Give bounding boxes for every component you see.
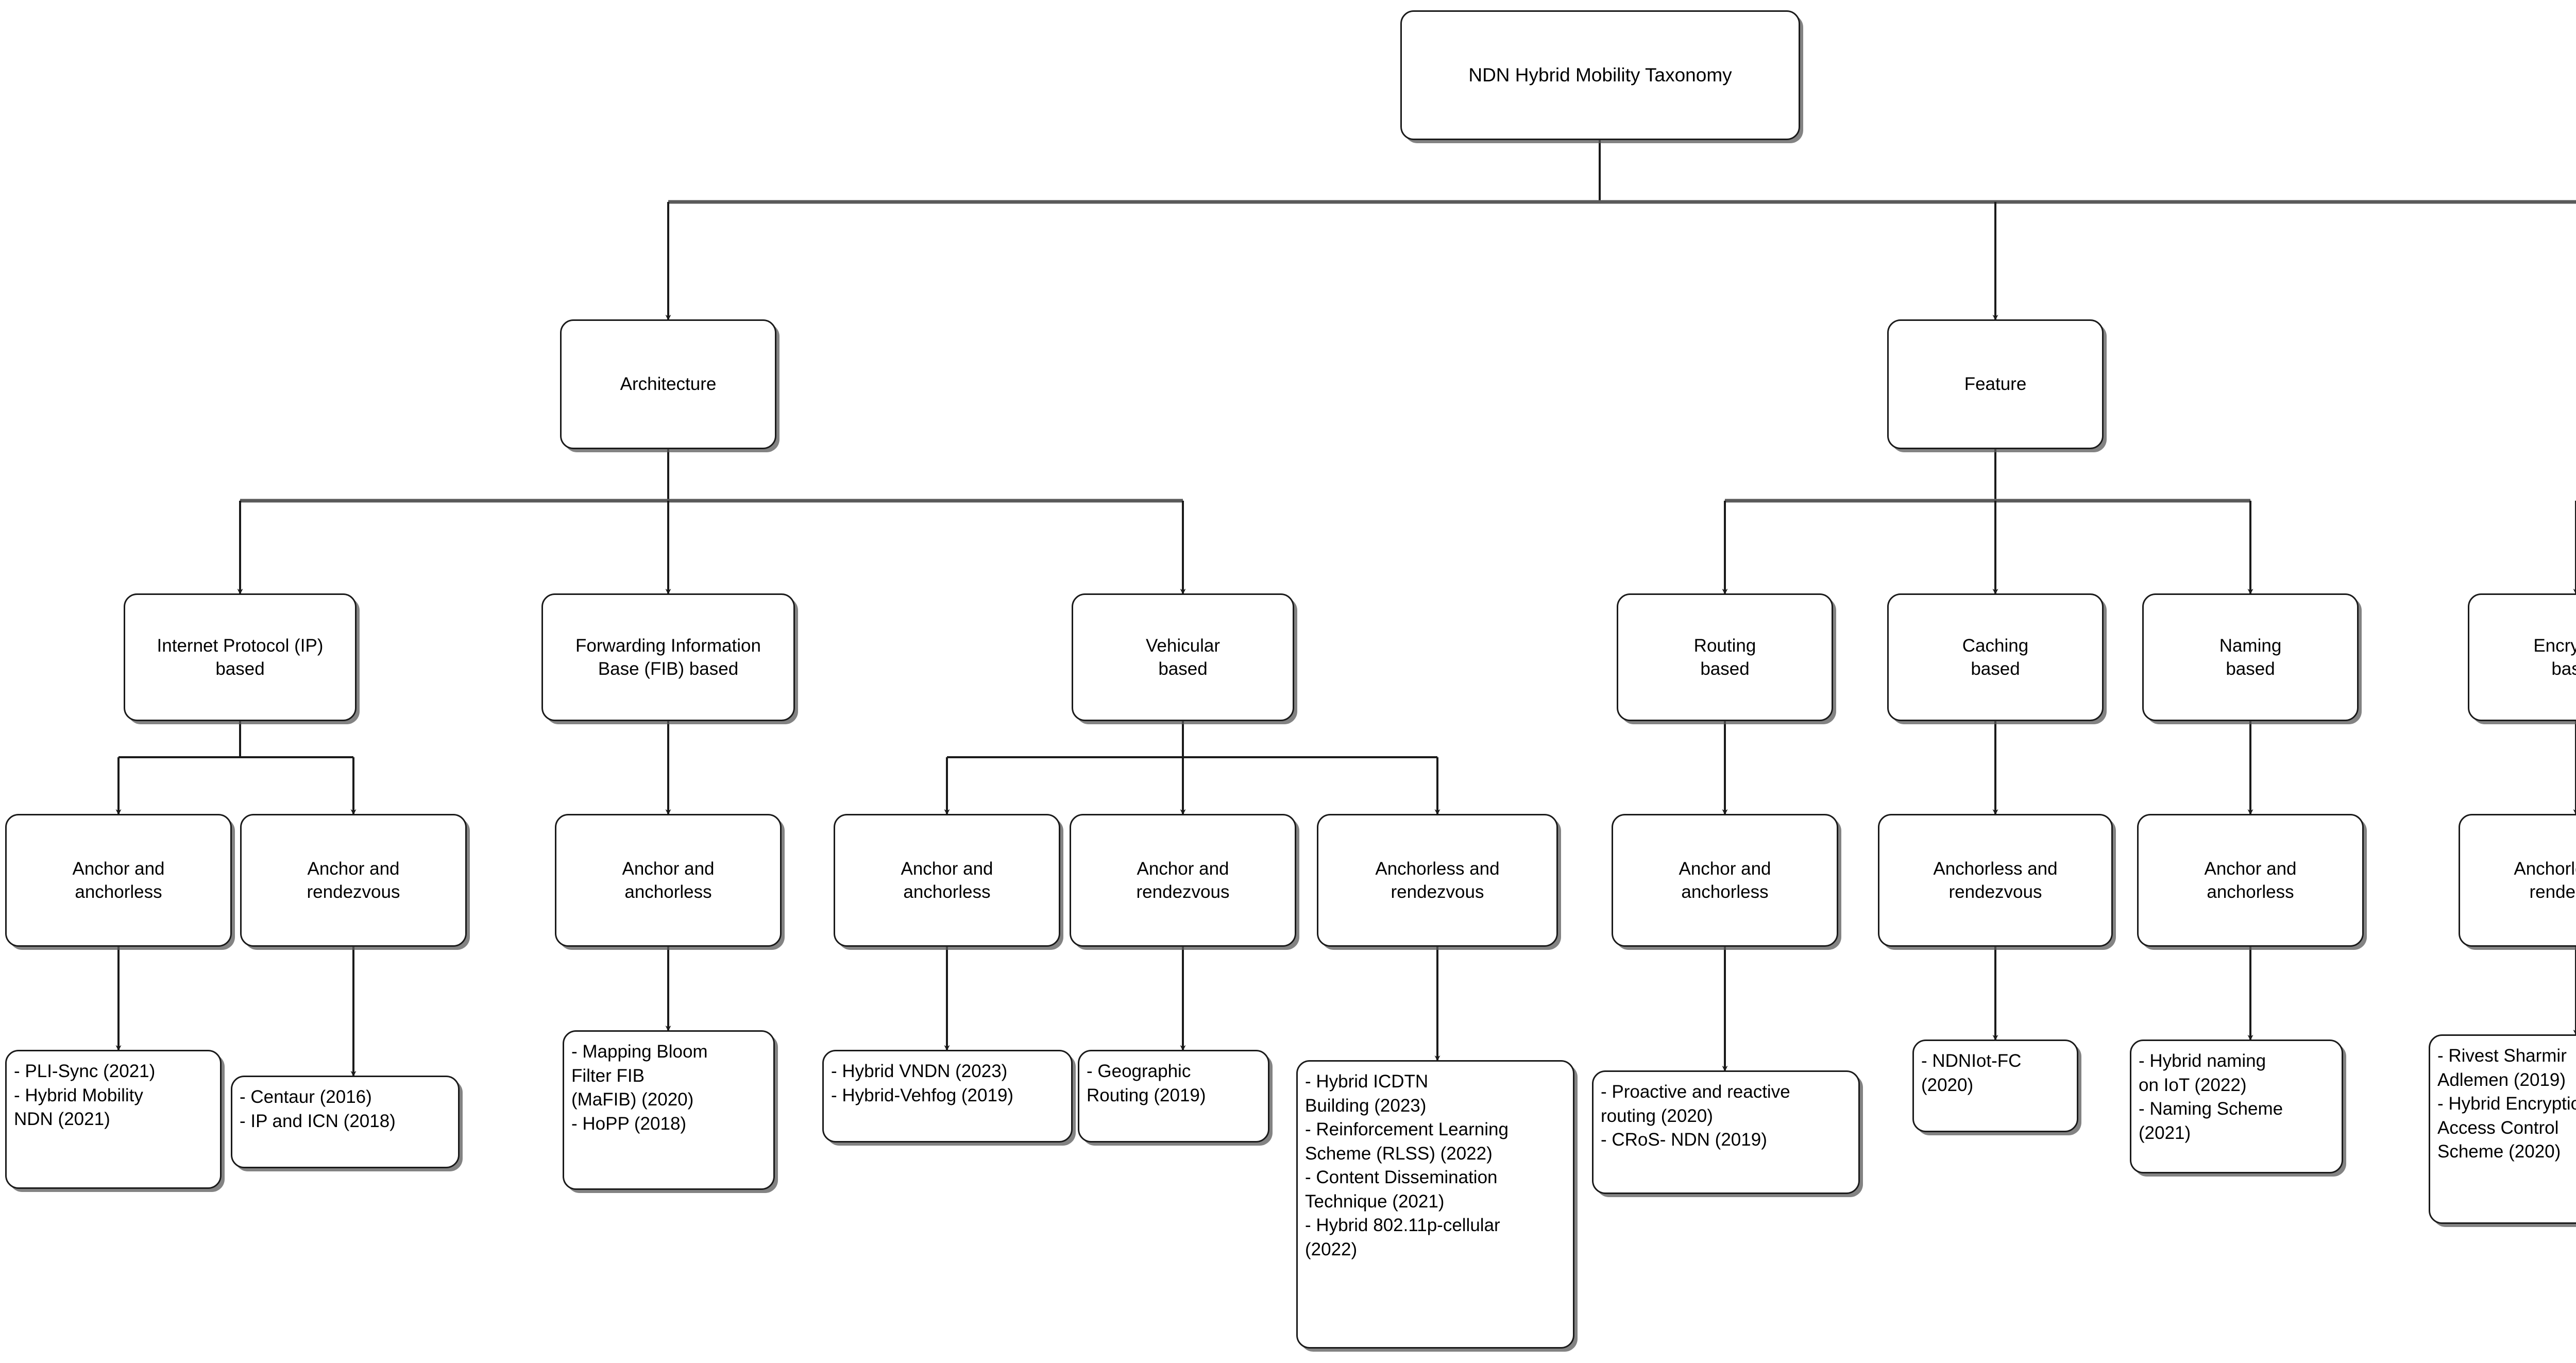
node-vehicular-based[interactable]: Vehicular based — [1072, 593, 1294, 721]
node-veh-anchorless-rendezvous[interactable]: Anchorless and rendezvous — [1317, 814, 1558, 947]
leaf-veh-anchor-anchorless[interactable]: - Hybrid VNDN (2023) - Hybrid-Vehfog (20… — [822, 1050, 1073, 1143]
leaf-veh-anchorless-rendezvous-label: - Hybrid ICDTN Building (2023) - Reinfor… — [1305, 1071, 1509, 1259]
node-ip-anchor-anchorless-label: Anchor and anchorless — [72, 858, 165, 902]
node-routing-based-label: Routing based — [1693, 635, 1756, 679]
leaf-veh-anchorless-rendezvous[interactable]: - Hybrid ICDTN Building (2023) - Reinfor… — [1296, 1060, 1574, 1349]
node-ip-anchor-rendezvous[interactable]: Anchor and rendezvous — [240, 814, 467, 947]
node-feature[interactable]: Feature — [1887, 319, 2104, 449]
node-naming-based-label: Naming based — [2219, 635, 2282, 679]
leaf-fib-anchor-anchorless-label: - Mapping Bloom Filter FIB (MaFIB) (2020… — [571, 1042, 708, 1134]
node-veh-anchor-anchorless[interactable]: Anchor and anchorless — [834, 814, 1060, 947]
node-routing-anchor-anchorless-label: Anchor and anchorless — [1679, 858, 1771, 902]
leaf-veh-anchor-rendezvous-label: - Geographic Routing (2019) — [1087, 1061, 1206, 1105]
leaf-routing-anchor-anchorless[interactable]: - Proactive and reactive routing (2020) … — [1592, 1070, 1860, 1194]
node-fib-based-label: Forwarding Information Base (FIB) based — [575, 635, 761, 679]
node-encryption-anchorless-rendezvous-label: Anchorless and rendezvous — [2514, 858, 2576, 902]
node-veh-anchorless-rendezvous-label: Anchorless and rendezvous — [1375, 858, 1500, 902]
node-naming-based[interactable]: Naming based — [2142, 593, 2359, 721]
node-ip-based[interactable]: Internet Protocol (IP) based — [124, 593, 357, 721]
node-ip-based-label: Internet Protocol (IP) based — [157, 635, 324, 679]
node-caching-based-label: Caching based — [1962, 635, 2029, 679]
node-fib-anchor-anchorless[interactable]: Anchor and anchorless — [555, 814, 782, 947]
leaf-caching-anchorless-rendezvous-label: - NDNIot-FC (2020) — [1921, 1051, 2022, 1095]
leaf-naming-anchor-anchorless-label: - Hybrid naming on IoT (2022) - Naming S… — [2139, 1051, 2283, 1143]
leaf-caching-anchorless-rendezvous[interactable]: - NDNIot-FC (2020) — [1912, 1040, 2078, 1132]
node-ip-anchor-rendezvous-label: Anchor and rendezvous — [307, 858, 400, 902]
node-feature-label: Feature — [1964, 374, 2027, 395]
node-ip-anchor-anchorless[interactable]: Anchor and anchorless — [5, 814, 232, 947]
node-encryption-based-label: Encryption based — [2533, 635, 2576, 679]
leaf-ip-anchor-rendezvous-label: - Centaur (2016) - IP and ICN (2018) — [240, 1087, 396, 1131]
leaf-veh-anchor-rendezvous[interactable]: - Geographic Routing (2019) — [1078, 1050, 1269, 1143]
node-encryption-based[interactable]: Encryption based — [2468, 593, 2576, 721]
node-naming-anchor-anchorless-label: Anchor and anchorless — [2204, 858, 2297, 902]
node-fib-based[interactable]: Forwarding Information Base (FIB) based — [541, 593, 795, 721]
node-caching-based[interactable]: Caching based — [1887, 593, 2104, 721]
leaf-ip-anchor-anchorless-label: - PLI-Sync (2021) - Hybrid Mobility NDN … — [14, 1061, 156, 1130]
node-veh-anchor-rendezvous-label: Anchor and rendezvous — [1136, 858, 1230, 902]
node-fib-anchor-anchorless-label: Anchor and anchorless — [622, 858, 715, 902]
node-veh-anchor-rendezvous[interactable]: Anchor and rendezvous — [1070, 814, 1296, 947]
leaf-ip-anchor-anchorless[interactable]: - PLI-Sync (2021) - Hybrid Mobility NDN … — [5, 1050, 222, 1189]
leaf-fib-anchor-anchorless[interactable]: - Mapping Bloom Filter FIB (MaFIB) (2020… — [563, 1030, 775, 1190]
node-routing-anchor-anchorless[interactable]: Anchor and anchorless — [1612, 814, 1838, 947]
node-root-label: NDN Hybrid Mobility Taxonomy — [1468, 64, 1732, 86]
node-caching-anchorless-rendezvous[interactable]: Anchorless and rendezvous — [1878, 814, 2113, 947]
leaf-ip-anchor-rendezvous[interactable]: - Centaur (2016) - IP and ICN (2018) — [231, 1076, 460, 1168]
leaf-encryption-anchorless-rendezvous-label: - Rivest Sharmir Adlemen (2019) - Hybrid… — [2437, 1046, 2576, 1162]
node-caching-anchorless-rendezvous-label: Anchorless and rendezvous — [1933, 858, 2058, 902]
node-root[interactable]: NDN Hybrid Mobility Taxonomy — [1400, 10, 1800, 140]
node-naming-anchor-anchorless[interactable]: Anchor and anchorless — [2137, 814, 2364, 947]
node-architecture[interactable]: Architecture — [560, 319, 776, 449]
node-encryption-anchorless-rendezvous[interactable]: Anchorless and rendezvous — [2459, 814, 2576, 947]
leaf-naming-anchor-anchorless[interactable]: - Hybrid naming on IoT (2022) - Naming S… — [2130, 1040, 2343, 1173]
leaf-veh-anchor-anchorless-label: - Hybrid VNDN (2023) - Hybrid-Vehfog (20… — [831, 1061, 1014, 1105]
node-vehicular-based-label: Vehicular based — [1146, 635, 1220, 679]
node-routing-based[interactable]: Routing based — [1617, 593, 1833, 721]
node-veh-anchor-anchorless-label: Anchor and anchorless — [901, 858, 993, 902]
leaf-routing-anchor-anchorless-label: - Proactive and reactive routing (2020) … — [1601, 1082, 1790, 1150]
node-architecture-label: Architecture — [620, 374, 717, 395]
leaf-encryption-anchorless-rendezvous[interactable]: - Rivest Sharmir Adlemen (2019) - Hybrid… — [2429, 1034, 2576, 1224]
